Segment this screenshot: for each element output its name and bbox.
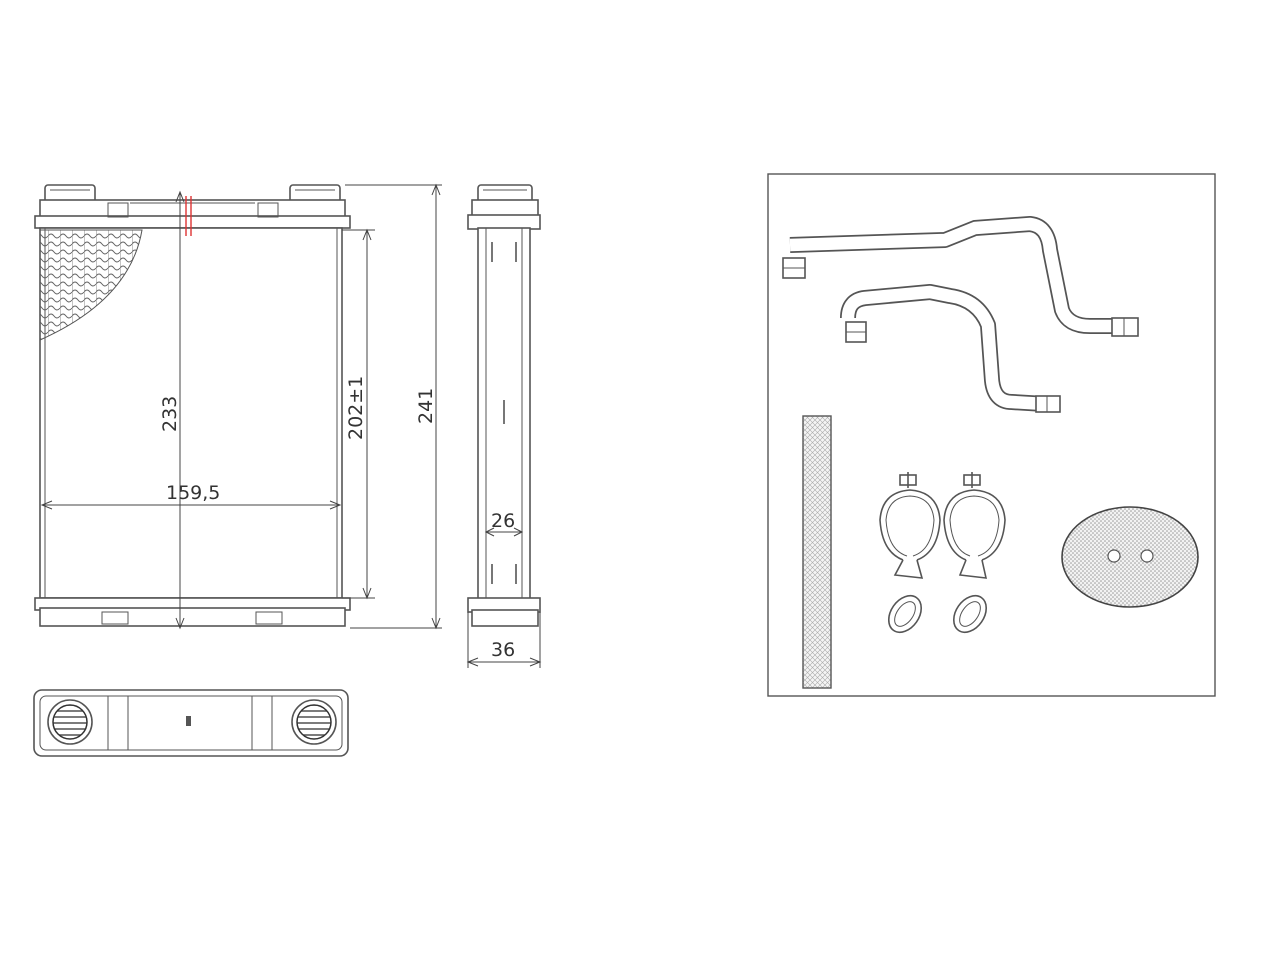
hose-clamp-right bbox=[943, 472, 1006, 579]
heater-core-top-view bbox=[33, 689, 349, 757]
heater-core-side-view: 26 36 bbox=[466, 184, 542, 668]
connecting-pipe-long bbox=[782, 216, 1139, 337]
label-241: 241 bbox=[415, 388, 437, 424]
connecting-pipe-short bbox=[840, 284, 1061, 413]
fin-detail bbox=[39, 229, 143, 341]
dimension-26: 26 bbox=[484, 510, 524, 537]
hose-clamp-left bbox=[879, 472, 941, 579]
label-26: 26 bbox=[491, 510, 515, 532]
label-233: 233 bbox=[159, 396, 181, 432]
dimension-core-height: 233 bbox=[159, 190, 185, 630]
dimension-36: 36 bbox=[466, 612, 542, 668]
label-159-5: 159,5 bbox=[166, 482, 220, 504]
o-ring-left bbox=[887, 594, 923, 634]
foam-seal-strip bbox=[802, 415, 832, 689]
heater-core-front-view: 233 159,5 202±1 241 bbox=[34, 183, 442, 630]
fitting-kit-panel bbox=[767, 173, 1216, 697]
dimension-241: 241 bbox=[345, 183, 442, 630]
label-36: 36 bbox=[491, 639, 515, 661]
top-header-plate bbox=[34, 215, 351, 229]
dimension-202: 202±1 bbox=[342, 228, 375, 600]
bottom-tank bbox=[39, 607, 346, 627]
gasket-plate bbox=[1061, 506, 1199, 608]
label-202: 202±1 bbox=[345, 376, 367, 440]
o-ring-right bbox=[952, 594, 988, 634]
dimension-core-width: 159,5 bbox=[40, 482, 342, 510]
